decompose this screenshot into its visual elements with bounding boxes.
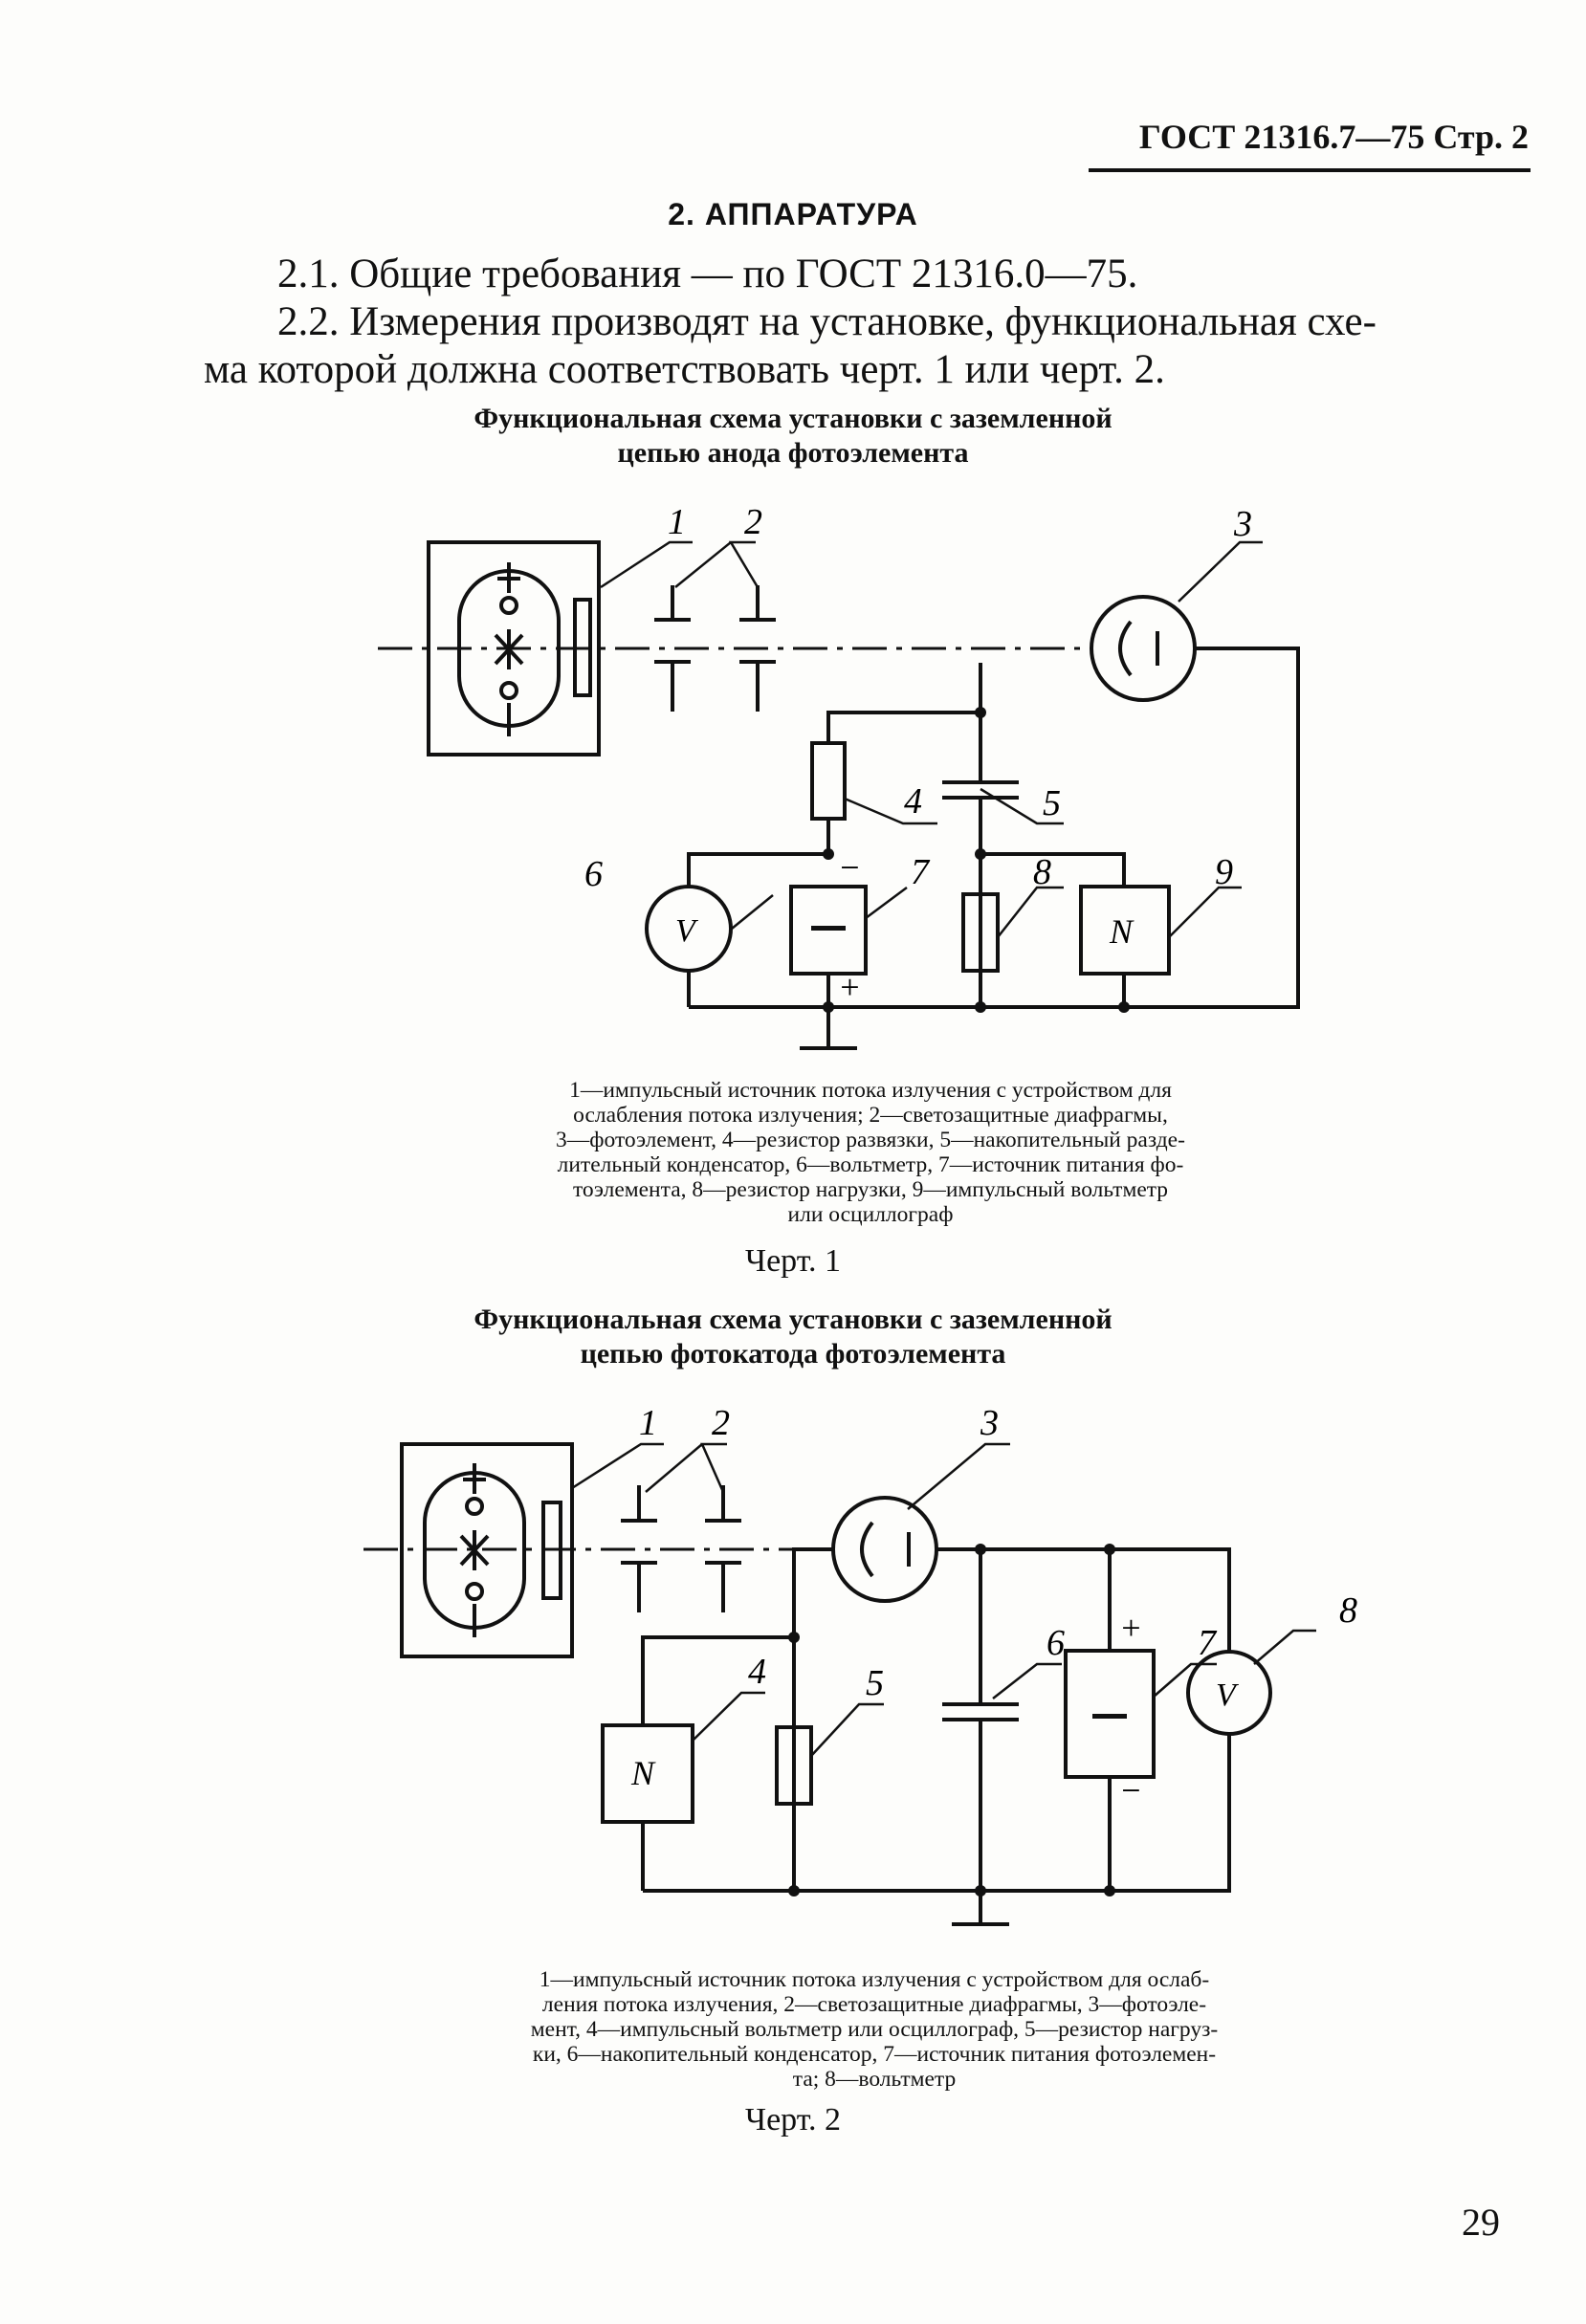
figure1-caption-line: 3—фотоэлемент, 4—резистор развязки, 5—на… — [556, 1128, 1185, 1152]
figure2-caption-line: ки, 6—накопительный конденсатор, 7—источ… — [532, 2042, 1217, 2067]
fig1-label-3: 3 — [1233, 504, 1252, 544]
fig2-diaphragm-b — [705, 1485, 741, 1612]
header-rule — [1089, 168, 1531, 172]
figure2-caption-line: мент, 4—импульсный вольтметр или осцилло… — [530, 2017, 1219, 2042]
fig2-resistor-5 — [775, 1725, 813, 1806]
fig1-diaphragm-a — [654, 585, 691, 712]
figure2-caption-line: ления потока излучения, 2—светозащитные … — [541, 1992, 1207, 2017]
figure1-caption-line: тоэлемента, 8—резистор нагрузки, 9—импул… — [572, 1177, 1169, 1202]
fig1-label-4: 4 — [904, 781, 922, 822]
figure2-title-line2: цепью фотокатода фотоэлемента — [580, 1338, 1006, 1370]
fig2-power-source-7 — [1064, 1649, 1156, 1779]
fig2-capacitor-branch — [942, 1549, 1019, 1891]
fig1-minus-sign: − — [838, 848, 861, 887]
fig1-anode-wire — [689, 647, 1300, 1009]
page-number: 29 — [1462, 2201, 1500, 2244]
figure2-label: Черт. 2 — [744, 2102, 842, 2138]
fig1-resistor-8 — [961, 892, 1000, 973]
figure1-label: Черт. 1 — [744, 1243, 842, 1279]
fig2-pulse-voltmeter-4 — [601, 1723, 694, 1824]
fig1-voltmeter-6 — [645, 885, 733, 973]
fig2-right-wire — [643, 1547, 1231, 1893]
figure2-caption-line: 1—импульсный источник потока излучения с… — [539, 1967, 1210, 1992]
fig1-source-box — [427, 540, 601, 756]
section-title: 2. АППАРАТУРА — [668, 197, 918, 231]
fig1-label-7: 7 — [911, 852, 931, 892]
figure2-caption: 1—импульсный источник потока излучения с… — [366, 1967, 1382, 2092]
fig1-leader-lines — [600, 540, 1263, 938]
fig2-label-8: 8 — [1339, 1590, 1357, 1631]
paragraph-2-2-line1: 2.2. Измерения производят на установке, … — [277, 299, 1377, 344]
fig2-pulse-voltmeter-wires — [641, 1635, 794, 1891]
fig1-label-2: 2 — [744, 502, 762, 542]
paragraph-2-1: 2.1. Общие требования — по ГОСТ 21316.0—… — [277, 252, 1138, 296]
figure1-caption-line: 1—импульсный источник потока излучения с… — [569, 1078, 1172, 1103]
fig2-photocell — [831, 1496, 938, 1603]
fig1-resistor4-wire — [826, 711, 980, 854]
fig1-label-9: 9 — [1215, 852, 1233, 892]
fig2-label-5: 5 — [866, 1663, 884, 1703]
fig2-voltmeter-8 — [1186, 1650, 1272, 1736]
fig2-plus-sign: + — [1119, 1609, 1142, 1647]
fig1-label-1: 1 — [668, 502, 686, 542]
fig2-label-4: 4 — [748, 1652, 766, 1692]
figure1-title-line2: цепью анода фотоэлемента — [617, 437, 969, 469]
fig1-capacitor-branch — [942, 663, 1019, 1007]
figure1-caption-line: или осциллограф — [787, 1202, 954, 1227]
fig1-resistor-4 — [810, 741, 847, 821]
fig2-lamp-internals — [459, 1463, 490, 1637]
figure1-caption-line: лительный конденсатор, 6—вольтметр, 7—ис… — [557, 1152, 1184, 1177]
fig2-label-2: 2 — [712, 1403, 730, 1443]
fig2-label-7: 7 — [1198, 1623, 1218, 1663]
running-header: ГОСТ 21316.7—75 Стр. 2 — [1138, 118, 1529, 156]
fig1-load-wires — [979, 852, 1126, 1007]
fig2-leader-lines — [571, 1442, 1316, 1757]
fig1-label-5: 5 — [1043, 783, 1061, 823]
figure2-title-line1: Функциональная схема установки с заземле… — [474, 1304, 1112, 1335]
fig1-label-8: 8 — [1033, 852, 1051, 892]
figure2-schematic — [363, 1442, 1316, 1926]
fig2-label-3: 3 — [980, 1403, 999, 1443]
figure1-title-line1: Функциональная схема установки с заземле… — [474, 403, 1112, 434]
fig2-minus-sign: − — [1119, 1771, 1142, 1809]
figure2-caption-line: та; 8—вольтметр — [792, 2067, 957, 2092]
fig2-cathode-wire — [792, 1547, 833, 1891]
fig1-photocell — [1090, 595, 1197, 702]
fig2-label-1: 1 — [639, 1403, 657, 1443]
fig2-pulse-letter: N — [630, 1754, 656, 1792]
fig1-pulse-letter: N — [1109, 912, 1134, 951]
fig1-diaphragm-b — [739, 585, 776, 712]
figure1-caption: 1—импульсный источник потока излучения с… — [411, 1078, 1330, 1227]
fig1-photocathode — [1118, 620, 1133, 677]
fig1-label-6: 6 — [584, 854, 603, 894]
paragraph-2-2-line2: ма которой должна соответствовать черт. … — [204, 347, 1165, 392]
figure1-caption-line: ослабления потока излучения; 2—светозащи… — [573, 1103, 1168, 1128]
fig2-label-6: 6 — [1046, 1623, 1065, 1663]
fig2-diaphragm-a — [621, 1485, 657, 1612]
fig1-plus-sign: + — [838, 968, 861, 1006]
